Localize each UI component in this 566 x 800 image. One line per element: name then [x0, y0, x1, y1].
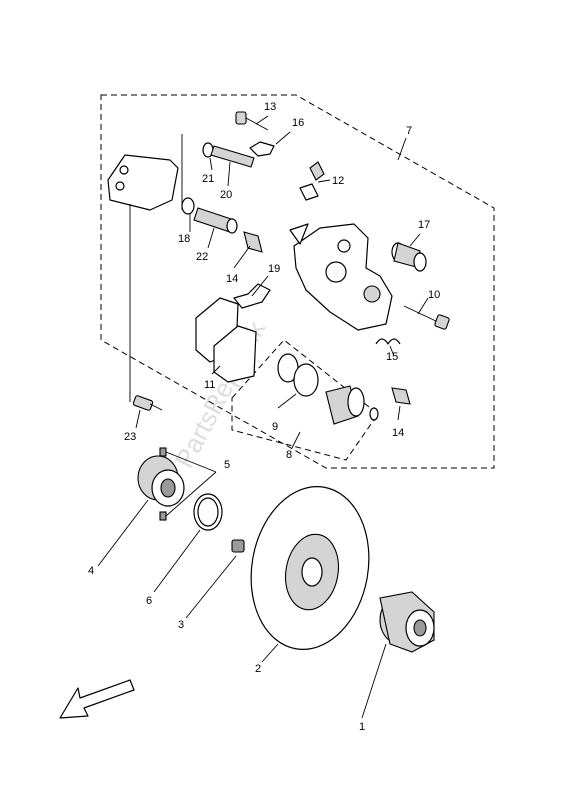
callout-3: 3: [178, 619, 184, 631]
callout-22: 22: [196, 251, 208, 263]
part-11-brake-pads: [195, 297, 257, 383]
callout-2: 2: [255, 663, 261, 675]
part-6-seal-ring: [193, 493, 223, 531]
part-15-spring: [375, 338, 401, 345]
callout-17: 17: [418, 219, 430, 231]
caliper-body: [289, 223, 393, 331]
part-9-seals: [277, 353, 379, 425]
part-16-clip: [249, 141, 275, 157]
caliper-bracket: [107, 154, 179, 211]
callout-4: 4: [88, 565, 94, 577]
part-18-washer: [181, 197, 195, 215]
part-20-pin: [210, 145, 255, 168]
callout-14-upper: 14: [226, 273, 238, 285]
part-14-boot-lower: [391, 387, 411, 405]
part-4-bearing: [137, 455, 185, 507]
part-10-bolt: [403, 305, 450, 330]
part-14-boot-upper: [243, 231, 263, 253]
part-12-bleed-screw: [299, 161, 325, 201]
part-2-brake-disc: [250, 486, 370, 650]
part-22-pin: [193, 207, 238, 234]
callout-6: 6: [146, 595, 152, 607]
callout-13: 13: [264, 101, 276, 113]
callout-7: 7: [406, 125, 412, 137]
caliper-assembly-boundary: [100, 94, 495, 469]
part-17-pin: [391, 242, 427, 272]
callout-18: 18: [178, 233, 190, 245]
part-23-bolt: [132, 395, 163, 411]
callout-15: 15: [386, 351, 398, 363]
callout-20: 20: [220, 189, 232, 201]
part-13-bolt: [235, 111, 269, 131]
callout-21: 21: [202, 173, 214, 185]
callout-5: 5: [224, 459, 230, 471]
callout-8: 8: [286, 449, 292, 461]
callout-1: 1: [359, 721, 365, 733]
callout-10: 10: [428, 289, 440, 301]
callout-12: 12: [332, 175, 344, 187]
direction-arrow: [59, 679, 135, 719]
callout-labels: 1 2 3 4 5 6 7 8 9 10 11 12 13 14 14 15 1…: [88, 101, 440, 733]
seal-kit-boundary: [231, 339, 379, 461]
callout-14-lower: 14: [392, 427, 404, 439]
leader-lines: [97, 115, 429, 719]
callout-16: 16: [292, 117, 304, 129]
part-3-bolt: [231, 539, 245, 553]
callout-11: 11: [204, 379, 215, 391]
callout-19: 19: [268, 263, 280, 275]
callout-23: 23: [124, 431, 136, 443]
callout-9: 9: [272, 421, 278, 433]
part-1-hub: [379, 591, 435, 653]
